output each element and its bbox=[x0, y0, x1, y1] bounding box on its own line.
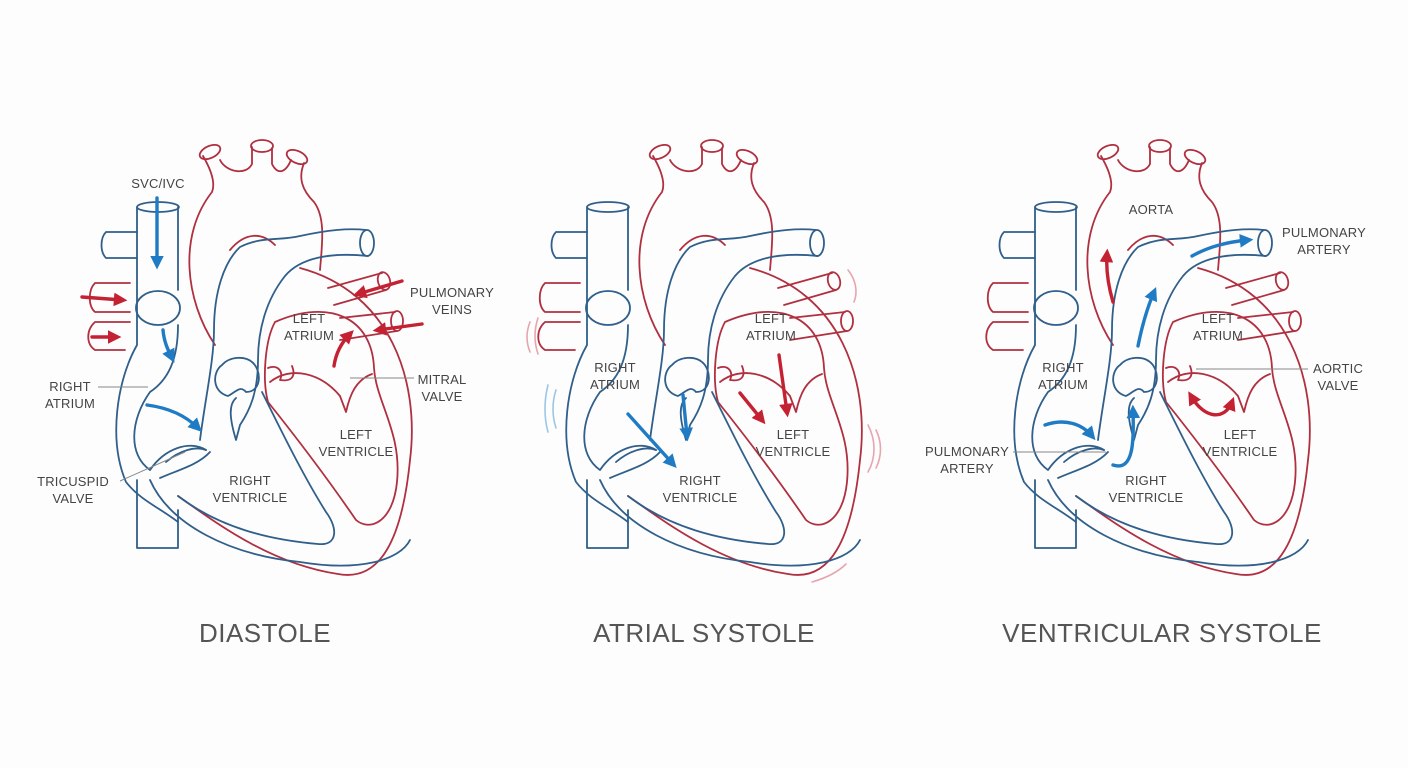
red-flow-arrow bbox=[80, 292, 128, 307]
label-aortic-valve: AORTIC bbox=[1313, 361, 1363, 376]
label-left-ventricle-2: VENTRICLE bbox=[1203, 444, 1278, 459]
label-aortic-valve-2: VALVE bbox=[1318, 378, 1359, 393]
leader-lines bbox=[98, 368, 1308, 482]
label-svc-ivc: SVC/IVC bbox=[131, 176, 184, 191]
label-left-atrium: LEFT bbox=[1202, 311, 1235, 326]
label-mitral-valve: MITRAL bbox=[418, 372, 467, 387]
label-pulmonary-artery-2: ARTERY bbox=[1297, 242, 1351, 257]
atrial-systole-flow-arrows bbox=[526, 269, 882, 583]
label-pulmonary-artery: PULMONARY bbox=[1282, 225, 1366, 240]
red-flow-arrow bbox=[372, 322, 424, 336]
diastole-flow-arrows bbox=[80, 196, 424, 432]
label-left-ventricle: LEFT bbox=[1224, 427, 1257, 442]
label-tricuspid-valve: TRICUSPID bbox=[37, 474, 109, 489]
blue-flow-arrow bbox=[679, 393, 693, 442]
label-pulmonary-artery-left-2: ARTERY bbox=[940, 461, 994, 476]
contraction-mark bbox=[544, 384, 557, 433]
heart-diastole bbox=[87, 139, 413, 576]
label-mitral-valve-2: VALVE bbox=[422, 389, 463, 404]
red-flow-arrow bbox=[738, 391, 766, 425]
label-left-atrium-2: ATRIUM bbox=[1193, 328, 1243, 343]
heart-atrial-systole bbox=[537, 139, 863, 576]
title-ventricular-systole: VENTRICULAR SYSTOLE bbox=[1002, 618, 1322, 648]
label-right-ventricle: RIGHT bbox=[1125, 473, 1166, 488]
label-right-ventricle: RIGHT bbox=[229, 473, 270, 488]
red-flow-arrow bbox=[1188, 391, 1236, 417]
red-flow-arrow bbox=[1099, 248, 1115, 304]
label-right-atrium-2: ATRIUM bbox=[1038, 377, 1088, 392]
red-flow-arrow bbox=[332, 330, 354, 368]
contraction-mark bbox=[811, 563, 847, 583]
label-right-atrium: RIGHT bbox=[49, 379, 90, 394]
label-right-atrium-2: ATRIUM bbox=[590, 377, 640, 392]
label-pulmonary-artery-left: PULMONARY bbox=[925, 444, 1009, 459]
label-left-ventricle-2: VENTRICLE bbox=[756, 444, 831, 459]
label-left-ventricle: LEFT bbox=[777, 427, 810, 442]
label-left-atrium-2: ATRIUM bbox=[284, 328, 334, 343]
blue-flow-arrow bbox=[1111, 404, 1141, 468]
label-right-atrium-2: ATRIUM bbox=[45, 396, 95, 411]
blue-flow-arrow bbox=[1136, 286, 1158, 348]
label-left-atrium: LEFT bbox=[755, 311, 788, 326]
title-diastole: DIASTOLE bbox=[199, 618, 331, 648]
atrial-systole-labels: RIGHT ATRIUM LEFT ATRIUM LEFT VENTRICLE … bbox=[590, 311, 831, 505]
label-pulmonary-veins: PULMONARY bbox=[410, 285, 494, 300]
red-flow-arrow bbox=[352, 279, 404, 299]
title-atrial-systole: ATRIAL SYSTOLE bbox=[593, 618, 815, 648]
label-left-ventricle-2: VENTRICLE bbox=[319, 444, 394, 459]
label-right-atrium: RIGHT bbox=[594, 360, 635, 375]
label-right-ventricle-2: VENTRICLE bbox=[1109, 490, 1184, 505]
contraction-mark bbox=[526, 317, 539, 355]
label-pulmonary-veins-2: VEINS bbox=[432, 302, 472, 317]
label-right-ventricle-2: VENTRICLE bbox=[663, 490, 738, 505]
blue-flow-arrow bbox=[1043, 420, 1096, 441]
blue-flow-arrow bbox=[145, 403, 202, 432]
contraction-mark bbox=[867, 424, 882, 473]
blue-flow-arrow bbox=[1190, 234, 1254, 258]
label-aorta: AORTA bbox=[1129, 202, 1174, 217]
label-tricuspid-valve-2: VALVE bbox=[53, 491, 94, 506]
label-left-ventricle: LEFT bbox=[340, 427, 373, 442]
ventricular-systole-flow-arrows bbox=[1043, 234, 1254, 468]
label-left-atrium-2: ATRIUM bbox=[746, 328, 796, 343]
ventricular-systole-labels: AORTA PULMONARY ARTERY LEFT ATRIUM RIGHT… bbox=[925, 202, 1366, 505]
label-right-ventricle-2: VENTRICLE bbox=[213, 490, 288, 505]
diastole-labels: SVC/IVC PULMONARY VEINS LEFT ATRIUM RIGH… bbox=[37, 176, 494, 506]
blue-flow-arrow bbox=[161, 328, 175, 363]
blue-flow-arrow bbox=[626, 412, 677, 469]
contraction-mark bbox=[847, 269, 857, 303]
red-flow-arrow bbox=[777, 353, 793, 418]
label-right-ventricle: RIGHT bbox=[679, 473, 720, 488]
label-left-atrium: LEFT bbox=[293, 311, 326, 326]
label-right-atrium: RIGHT bbox=[1042, 360, 1083, 375]
